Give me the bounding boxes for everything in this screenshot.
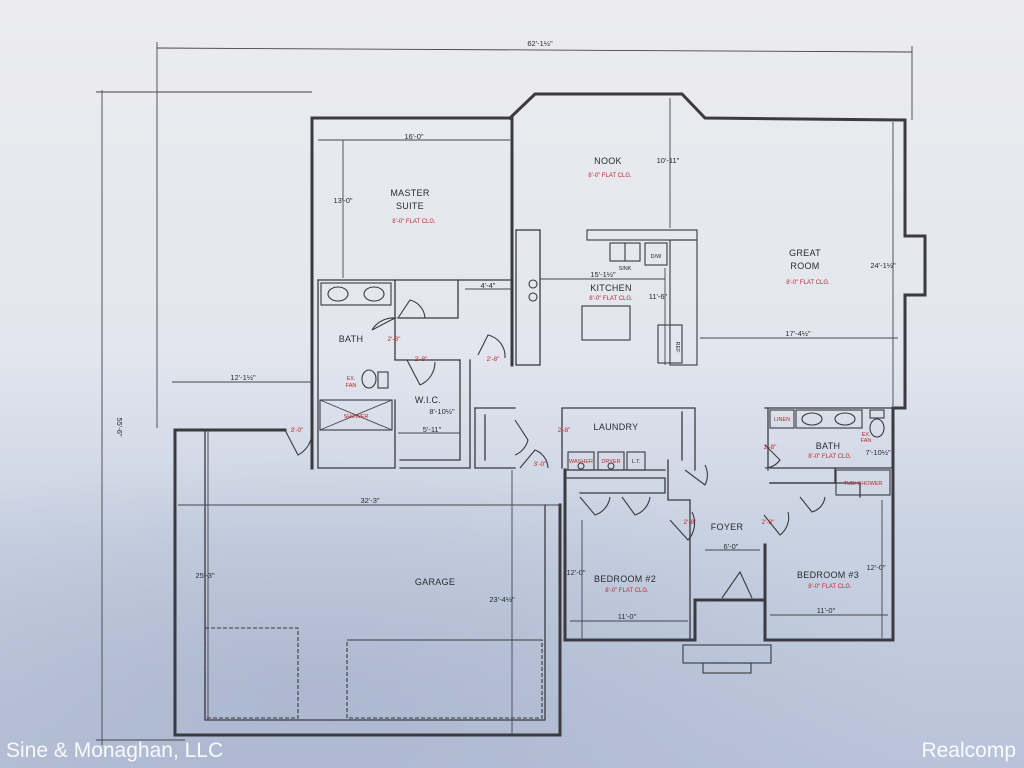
bed2-width: 11'-0" <box>618 612 637 621</box>
fan1-label-a: EX. <box>347 376 356 382</box>
door-swings <box>284 299 826 541</box>
great-label-2: ROOM <box>790 261 819 271</box>
fan2-label-a: EX. <box>862 432 871 438</box>
kitchen-label: KITCHEN <box>590 283 632 293</box>
great-ceiling: 8'-0" FLAT CLG. <box>786 280 830 286</box>
master-label-1: MASTER <box>390 188 430 198</box>
great-label-1: GREAT <box>789 248 821 258</box>
sink-label: SINK <box>619 266 632 272</box>
hall-width: 4'-4" <box>481 281 496 290</box>
bedroom2-label: BEDROOM #2 <box>594 574 656 584</box>
overall-dimensions: 62'-1½" 55'-6" <box>96 39 913 745</box>
door-3-0: 3'-0" <box>291 427 305 434</box>
bed2-depth: 12'-0" <box>566 568 585 577</box>
door-label-6: 2'-8" <box>684 519 698 526</box>
nook-label: NOOK <box>594 156 622 166</box>
door-label-7: 2'-8" <box>762 519 776 526</box>
overall-width-label: 62'-1½" <box>527 39 553 48</box>
dw-label: D/W <box>651 254 663 260</box>
kitchen-ceiling: 8'-0" FLAT CLG. <box>589 296 633 302</box>
bath2-label: BATH <box>816 441 841 451</box>
bedroom3-ceiling: 8'-0" FLAT CLG. <box>808 584 852 590</box>
wic-width: 8'-10½" <box>429 407 455 416</box>
bed3-width: 11'-0" <box>817 606 836 615</box>
wic-label: W.I.C. <box>415 395 441 405</box>
door-3-0b: 3'-0" <box>534 461 548 468</box>
watermark-left: Sine & Monaghan, LLC <box>6 739 223 762</box>
room-labels: NOOK 8'-0" FLAT CLG. MASTER SUITE 8'-0" … <box>339 156 859 594</box>
bed3-depth: 12'-0" <box>866 563 885 572</box>
door-labels: 2'-8" 2'-8" 2'-8" 2'-8" 2'-8" 2'-8" 2'-8… <box>388 336 778 526</box>
great-width: 17'-4½" <box>785 329 811 338</box>
master-ceiling: 8'-0" FLAT CLG. <box>392 219 436 225</box>
room-dimensions: 16'-0" 13'-0" 10'-11" 24'-1½" 17'-4½" 15… <box>172 98 898 735</box>
master-label-2: SUITE <box>396 201 424 211</box>
bedroom2-ceiling: 8'-0" FLAT CLG. <box>605 588 649 594</box>
fan2-label-b: FAN <box>861 438 872 444</box>
lt-label: L.T. <box>632 459 641 465</box>
shower-label: SHOWER <box>344 414 369 420</box>
foyer-width: 6'-0" <box>724 542 739 551</box>
dryer-label: DRYER <box>601 459 620 465</box>
nook-ceiling: 8'-0" FLAT CLG. <box>588 173 632 179</box>
tub-shower-label: TUB/ SHOWER <box>844 481 883 487</box>
fixtures: SHOWER EX. FAN D/W SINK REF WASHER DRYER… <box>204 229 891 719</box>
door-label-3: 2'-8" <box>487 356 501 363</box>
great-depth: 24'-1½" <box>870 261 896 270</box>
bath-label: BATH <box>339 334 364 344</box>
garage-label: GARAGE <box>415 577 455 587</box>
front-porch <box>682 570 772 674</box>
linen-label: LINEN <box>774 417 790 423</box>
bedroom3-label: BEDROOM #3 <box>797 570 859 580</box>
kitchen-width: 15'-1½" <box>590 270 616 279</box>
kitchen-depth: 11'-6" <box>649 292 668 301</box>
garage-depth-mid: 23'-4½" <box>489 595 515 604</box>
door-label-4: 2'-8" <box>558 427 572 434</box>
door-label-5: 2'-8" <box>764 444 778 451</box>
watermark-right: Realcomp <box>921 739 1016 762</box>
washer-label: WASHER <box>569 459 593 465</box>
left-offset: 12'-1½" <box>230 373 256 382</box>
bath2-ceiling: 8'-0" FLAT CLG. <box>808 454 852 460</box>
overall-depth-label: 55'-6" <box>115 417 124 436</box>
door-label-2: 2'-8" <box>415 356 429 363</box>
garage-width: 32'-3" <box>360 496 379 505</box>
bath2-depth: 7'-10½" <box>865 448 891 457</box>
master-depth: 13'-0" <box>333 196 352 205</box>
master-width: 16'-0" <box>404 132 423 141</box>
ref-label: REF <box>674 342 680 354</box>
garage-depth: 25'-3" <box>195 571 214 580</box>
interior-walls <box>317 116 894 639</box>
fan1-label-b: FAN <box>346 383 357 389</box>
laundry-label: LAUNDRY <box>594 422 639 432</box>
wic-depth: 5'-11" <box>423 425 442 434</box>
nook-depth: 10'-11" <box>657 156 680 165</box>
foyer-label: FOYER <box>711 522 744 532</box>
door-label-1: 2'-8" <box>388 336 402 343</box>
